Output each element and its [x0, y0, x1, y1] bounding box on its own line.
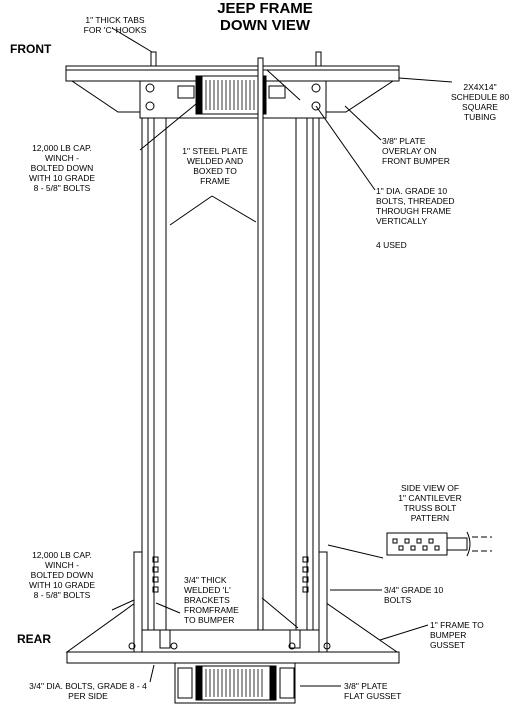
- rear-winch-end: [195, 665, 203, 701]
- front-bumper-tab: [268, 85, 286, 99]
- rear-winch-end: [269, 665, 277, 701]
- front-winch: [195, 75, 267, 115]
- rear-left-gusset: [65, 597, 143, 653]
- l-bracket: [133, 551, 143, 653]
- label-used-count: 4 USED: [376, 240, 407, 250]
- rear-winch: [195, 665, 277, 701]
- drawing-title-line2: DOWN VIEW: [220, 17, 310, 34]
- rear-right-gusset: [318, 597, 399, 653]
- side-view-bolts: [392, 538, 440, 551]
- front-bolt: [311, 83, 321, 93]
- left-frame-rail: [141, 117, 149, 649]
- front-bolt: [145, 101, 155, 111]
- drawing-title-line1: JEEP FRAME: [217, 0, 313, 17]
- l-bracket-bolts: [152, 556, 309, 593]
- l-bracket: [318, 551, 328, 653]
- c-hook-tab: [150, 51, 157, 67]
- front-winch-end: [195, 75, 203, 115]
- side-view-plate: [386, 532, 448, 556]
- rear-winch-drum: [205, 669, 263, 697]
- rear-label: REAR: [17, 632, 52, 646]
- front-winch-drum: [205, 80, 255, 110]
- front-bolt: [311, 101, 321, 111]
- rear-bumper: [66, 651, 400, 664]
- right-frame-rail: [312, 117, 320, 649]
- front-bolt: [145, 83, 155, 93]
- front-left-gusset: [70, 80, 141, 113]
- c-hook-tab: [315, 51, 322, 67]
- front-label: FRONT: [10, 42, 52, 56]
- front-bumper-tab: [177, 85, 195, 99]
- front-right-gusset: [325, 80, 395, 113]
